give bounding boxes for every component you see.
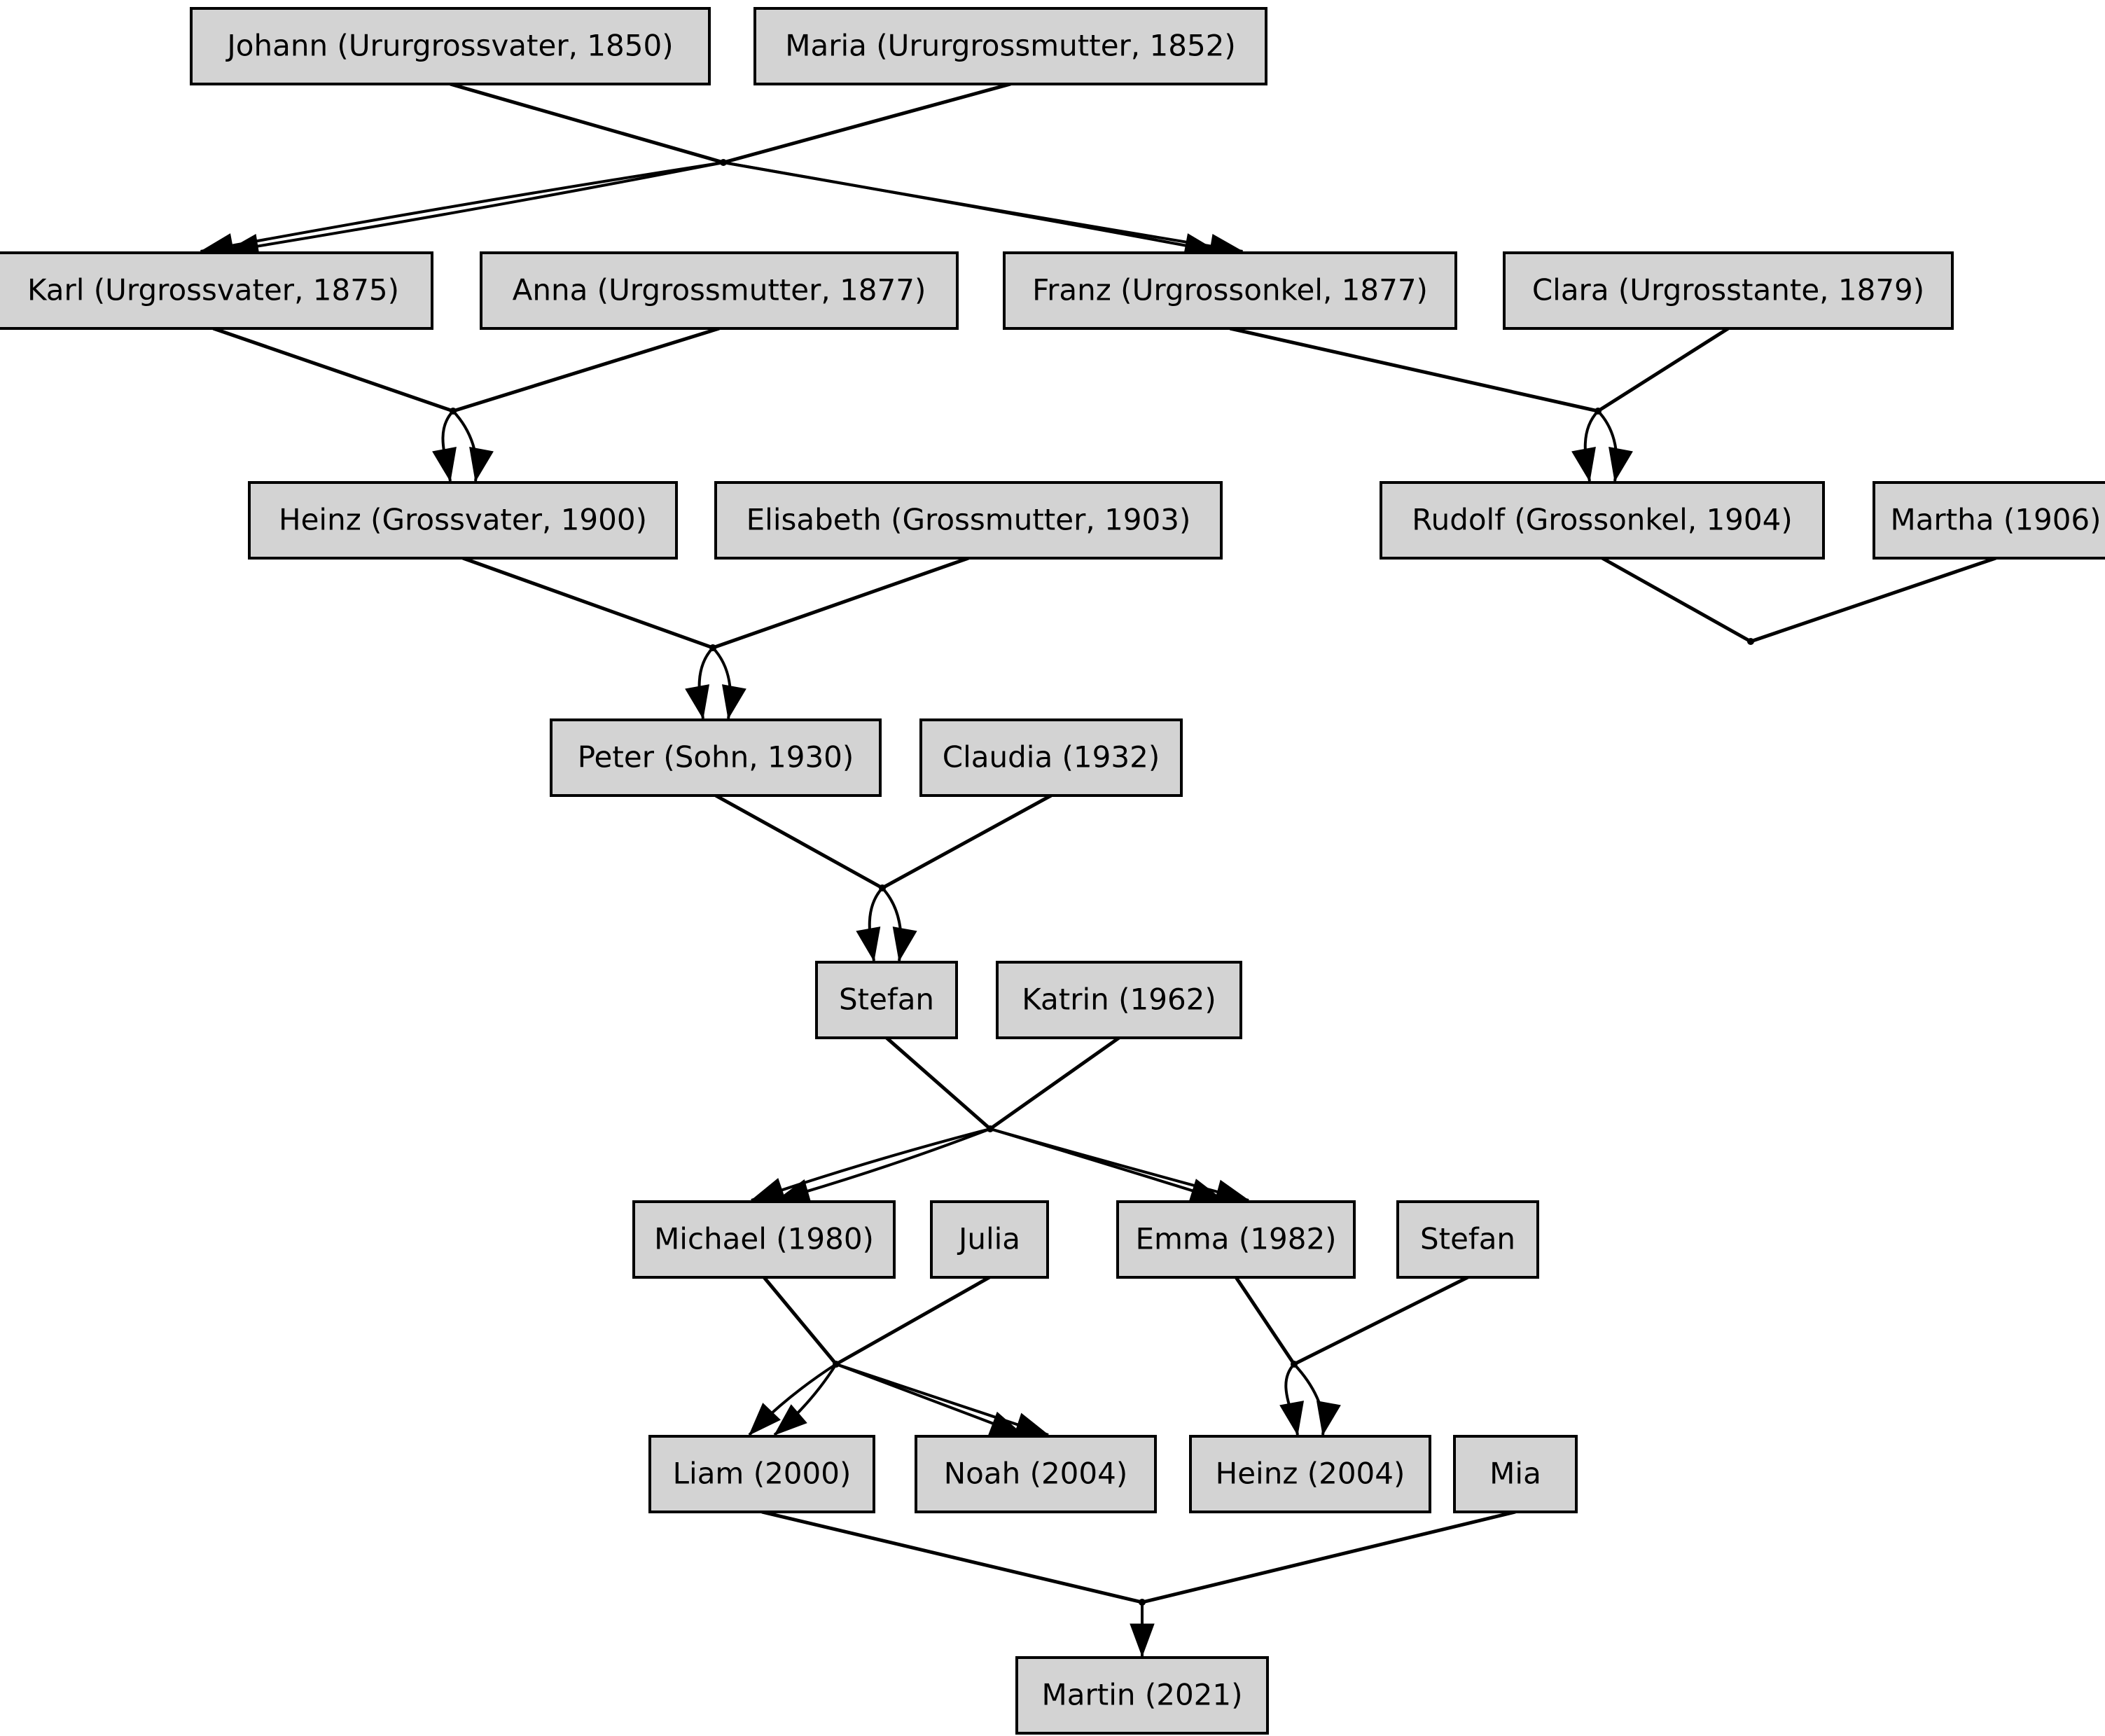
arrow-head-u9-heinz_k-0 xyxy=(1279,1401,1305,1436)
edge-parent-peter-to-u6 xyxy=(714,793,884,890)
edge-parent-michael-to-u8 xyxy=(763,1276,838,1366)
edge-parent-claudia-to-u6 xyxy=(881,793,1052,890)
node-box-claudia[interactable] xyxy=(919,718,1183,797)
node-martha[interactable]: Martha (1906) xyxy=(1873,481,2105,560)
edge-parent-anna-to-u2 xyxy=(452,326,720,413)
node-michael[interactable]: Michael (1980) xyxy=(632,1200,896,1279)
node-heinz_k[interactable]: Heinz (2004) xyxy=(1189,1435,1431,1513)
node-julia[interactable]: Julia xyxy=(930,1200,1049,1279)
node-box-heinz_gv[interactable] xyxy=(248,481,678,560)
node-peter[interactable]: Peter (Sohn, 1930) xyxy=(550,718,882,797)
edge-parent-liam-to-u10 xyxy=(761,1510,1143,1604)
node-liam[interactable]: Liam (2000) xyxy=(648,1435,875,1513)
edge-parent-rudolf-to-u5 xyxy=(1601,556,1752,644)
node-stefan_a[interactable]: Stefan xyxy=(815,961,958,1039)
node-box-rudolf[interactable] xyxy=(1380,481,1825,560)
edge-u8-to-noah-strand-1 xyxy=(835,1363,1049,1436)
edge-u7-to-michael-strand-1 xyxy=(776,1127,991,1202)
arrow-head-u6-stefan_a-0 xyxy=(856,926,881,962)
node-karl[interactable]: Karl (Urgrossvater, 1875) xyxy=(0,251,433,330)
edge-parent-johann-to-u1 xyxy=(450,82,724,165)
node-box-johann[interactable] xyxy=(190,7,711,85)
edge-parent-martha-to-u5 xyxy=(1750,556,1996,644)
node-box-karl[interactable] xyxy=(0,251,433,330)
arrow-head-u8-liam-1 xyxy=(773,1404,807,1436)
edge-u7-to-emma-strand-1 xyxy=(989,1127,1249,1202)
node-box-liam[interactable] xyxy=(648,1435,875,1513)
arrow-head-u7-emma-1 xyxy=(1214,1179,1250,1204)
node-heinz_gv[interactable]: Heinz (Grossvater, 1900) xyxy=(248,481,678,560)
arrow-head-u3-rudolf-1 xyxy=(1609,447,1633,482)
node-anna[interactable]: Anna (Urgrossmutter, 1877) xyxy=(480,251,959,330)
edge-parent-elisabeth-to-u4 xyxy=(712,556,969,650)
edge-u1-to-franz-strand-1 xyxy=(723,161,1243,253)
edge-parent-heinz_gv-to-u4 xyxy=(462,556,714,650)
node-martin[interactable]: Martin (2021) xyxy=(1015,1656,1269,1735)
node-clara[interactable]: Clara (Urgrosstante, 1879) xyxy=(1503,251,1954,330)
arrow-head-u9-heinz_k-1 xyxy=(1316,1401,1341,1436)
node-box-elisabeth[interactable] xyxy=(714,481,1223,560)
node-box-clara[interactable] xyxy=(1503,251,1954,330)
node-emma[interactable]: Emma (1982) xyxy=(1116,1200,1356,1279)
arrow-head-u8-liam-0 xyxy=(749,1403,781,1436)
edge-u1-to-karl-strand-0 xyxy=(200,161,724,253)
arrow-head-u6-stefan_a-1 xyxy=(892,926,917,962)
node-box-stefan_b[interactable] xyxy=(1396,1200,1539,1279)
arrow-head-u4-peter-0 xyxy=(685,684,710,720)
node-rudolf[interactable]: Rudolf (Grossonkel, 1904) xyxy=(1380,481,1825,560)
edge-parent-stefan_b-to-u9 xyxy=(1293,1275,1469,1366)
edge-parent-franz-to-u3 xyxy=(1229,326,1599,413)
node-johann[interactable]: Johann (Ururgrossvater, 1850) xyxy=(190,7,711,85)
edge-parent-maria-to-u1 xyxy=(723,82,1011,165)
node-maria[interactable]: Maria (Ururgrossmutter, 1852) xyxy=(753,7,1267,85)
arrow-head-u10-martin-0 xyxy=(1130,1623,1155,1658)
node-box-peter[interactable] xyxy=(550,718,882,797)
edge-u1-to-karl-strand-1 xyxy=(225,161,724,253)
node-katrin[interactable]: Katrin (1962) xyxy=(996,961,1242,1039)
arrow-head-u8-noah-1 xyxy=(1013,1412,1050,1437)
node-box-stefan_a[interactable] xyxy=(815,961,958,1039)
edge-parent-mia-to-u10 xyxy=(1141,1510,1516,1604)
node-box-julia[interactable] xyxy=(930,1200,1049,1279)
edge-u2-to-heinz_gv-strand-1 xyxy=(452,410,478,482)
node-claudia[interactable]: Claudia (1932) xyxy=(919,718,1183,797)
arrow-head-u4-peter-1 xyxy=(721,684,746,720)
node-box-franz[interactable] xyxy=(1003,251,1457,330)
edge-parent-karl-to-u2 xyxy=(212,326,454,413)
node-elisabeth[interactable]: Elisabeth (Grossmutter, 1903) xyxy=(714,481,1223,560)
node-box-michael[interactable] xyxy=(632,1200,896,1279)
node-box-katrin[interactable] xyxy=(996,961,1242,1039)
node-box-martin[interactable] xyxy=(1015,1656,1269,1735)
node-stefan_b[interactable]: Stefan xyxy=(1396,1200,1539,1279)
node-box-maria[interactable] xyxy=(753,7,1267,85)
arrow-head-u2-heinz_gv-0 xyxy=(432,447,457,482)
node-box-martha[interactable] xyxy=(1873,481,2105,560)
edge-parent-emma-to-u9 xyxy=(1234,1276,1296,1366)
edge-parent-clara-to-u3 xyxy=(1597,326,1730,413)
arrow-head-u2-heinz_gv-1 xyxy=(469,447,494,482)
node-box-emma[interactable] xyxy=(1116,1200,1356,1279)
edge-parent-stefan_a-to-u7 xyxy=(885,1036,992,1130)
edges-layer xyxy=(200,82,1996,1658)
edge-u7-to-michael-strand-0 xyxy=(751,1127,991,1202)
node-box-heinz_k[interactable] xyxy=(1189,1435,1431,1513)
arrow-head-u3-rudolf-0 xyxy=(1571,447,1596,482)
node-franz[interactable]: Franz (Urgrossonkel, 1877) xyxy=(1003,251,1457,330)
node-box-anna[interactable] xyxy=(480,251,959,330)
edge-parent-julia-to-u8 xyxy=(835,1275,991,1366)
node-box-noah[interactable] xyxy=(915,1435,1157,1513)
node-mia[interactable]: Mia xyxy=(1453,1435,1578,1513)
node-box-mia[interactable] xyxy=(1453,1435,1578,1513)
edge-parent-katrin-to-u7 xyxy=(989,1036,1120,1131)
nodes-layer: Johann (Ururgrossvater, 1850) Maria (Urur… xyxy=(0,7,2105,1735)
union-junction-u5 xyxy=(1747,638,1754,645)
node-noah[interactable]: Noah (2004) xyxy=(915,1435,1157,1513)
